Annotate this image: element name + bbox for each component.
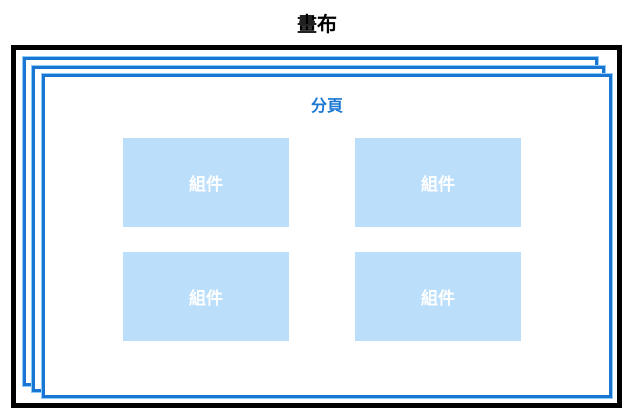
- page-label: 分頁: [310, 96, 343, 115]
- component-box: 組件: [123, 252, 289, 341]
- canvas-frame: [11, 45, 622, 408]
- component-box: 組件: [123, 138, 289, 227]
- component-box: 組件: [355, 138, 521, 227]
- page-front: [42, 74, 612, 398]
- component-box: 組件: [355, 252, 521, 341]
- canvas-title: 畫布: [297, 12, 337, 36]
